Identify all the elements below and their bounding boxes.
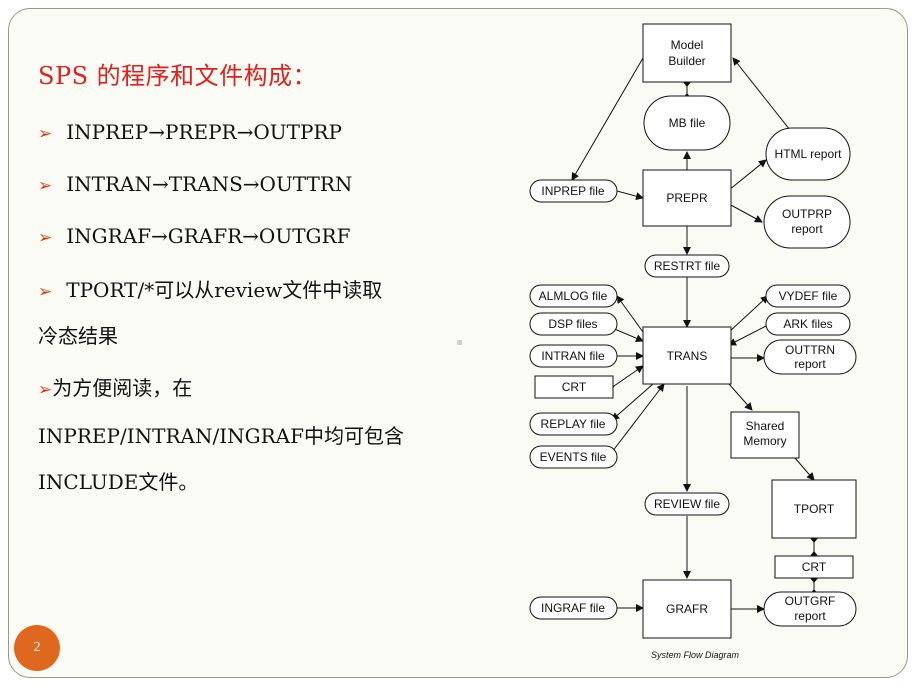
trans-label: TRANS [667, 349, 708, 363]
almlog-file-label: ALMLOG file [539, 289, 608, 303]
outprp-report-label: report [791, 222, 823, 236]
bullet-text: INTRAN→TRANS→OUTTRN [66, 172, 353, 196]
replay-file-label: REPLAY file [541, 417, 606, 431]
crt-left-box [534, 375, 614, 399]
bullet-item: ➢ TPORT/*可以从review文件中读取 [38, 274, 382, 303]
crt-right-box [774, 555, 854, 579]
crt-right-label: CRT [802, 560, 827, 574]
outprp-report-box [763, 195, 851, 249]
trans-box [642, 326, 732, 385]
mb-file-label: MB file [669, 116, 706, 130]
outtrn-report-label: OUTTRN [785, 343, 835, 357]
bullet-arrow-icon: ➢ [38, 228, 53, 248]
diagram-caption: System Flow Diagram [651, 650, 740, 660]
bullet-continuation: 冷态结果 [38, 324, 118, 348]
mb-file-box [643, 95, 731, 151]
model-builder-box [642, 23, 732, 83]
outgrf-report-box [763, 591, 857, 627]
bullet-arrow-icon: ➢ [38, 282, 53, 302]
outtrn-report-label: report [794, 357, 826, 371]
intran-file-label: INTRAN file [541, 349, 605, 363]
outtrn-report-box [763, 339, 857, 375]
restrt-file-box [644, 254, 730, 278]
ingraf-file-label: INGRAF file [541, 601, 605, 615]
ingraf-file-box [529, 596, 618, 620]
dsp-files-label: DSP files [548, 317, 597, 331]
shared-memory-box [730, 411, 800, 459]
replay-file-box [529, 412, 618, 436]
outprp-report-label: OUTPRP [782, 207, 832, 221]
outgrf-report-label: report [794, 609, 826, 623]
grafr-box [642, 579, 732, 639]
html-report-label: HTML report [775, 147, 843, 161]
slide-title: SPS 的程序和文件构成： [38, 62, 318, 90]
outgrf-report-label: OUTGRF [785, 594, 836, 608]
inprep-file-box [529, 179, 618, 203]
vydef-file-box [765, 284, 851, 308]
decorative-dot [457, 340, 462, 345]
tport-label: TPORT [794, 502, 835, 516]
page-number-badge: 2 [14, 625, 60, 671]
bullet-continuation: INPREP/INTRAN/INGRAF中均可包含 [38, 424, 404, 448]
bullet-item: ➢ INTRAN→TRANS→OUTTRN [38, 172, 352, 196]
model-builder-label: Builder [668, 54, 705, 68]
bullet-item: ➢ INGRAF→GRAFR→OUTGRF [38, 224, 350, 248]
ark-files-label: ARK files [783, 317, 832, 331]
bullet-arrow-icon: ➢ [38, 176, 53, 196]
review-file-label: REVIEW file [654, 497, 720, 511]
shared-memory-label: Memory [743, 434, 786, 448]
bullet-text: 为方便阅读，在 [52, 376, 193, 400]
bullet-item: ➢为方便阅读，在 [38, 372, 192, 401]
tport-box [771, 479, 857, 539]
page-number: 2 [33, 640, 41, 655]
review-file-box [644, 492, 730, 516]
events-file-box [529, 445, 618, 469]
grafr-label: GRAFR [666, 602, 708, 616]
inprep-file-label: INPREP file [541, 184, 604, 198]
bullet-text: INPREP→PREPR→OUTPRP [66, 120, 342, 144]
model-builder-label: Model [671, 38, 704, 52]
bullet-text: TPORT/*可以从review文件中读取 [66, 278, 383, 302]
bullet-text: INGRAF→GRAFR→OUTGRF [66, 224, 351, 248]
bullet-arrow-icon: ➢ [38, 380, 53, 400]
crt-left-label: CRT [562, 380, 587, 394]
prepr-box [642, 169, 732, 227]
vydef-file-label: VYDEF file [779, 289, 838, 303]
bullet-arrow-icon: ➢ [38, 124, 53, 144]
shared-memory-label: Shared [746, 419, 785, 433]
bullet-item: ➢ INPREP→PREPR→OUTPRP [38, 120, 342, 144]
events-file-label: EVENTS file [540, 450, 607, 464]
html-report-box [765, 127, 851, 181]
dsp-files-box [529, 312, 618, 336]
ark-files-box [765, 312, 851, 336]
bullet-continuation: INCLUDE文件。 [38, 470, 199, 494]
almlog-file-box [529, 284, 618, 308]
restrt-file-label: RESTRT file [654, 259, 721, 273]
prepr-label: PREPR [666, 191, 708, 205]
intran-file-box [529, 344, 618, 368]
